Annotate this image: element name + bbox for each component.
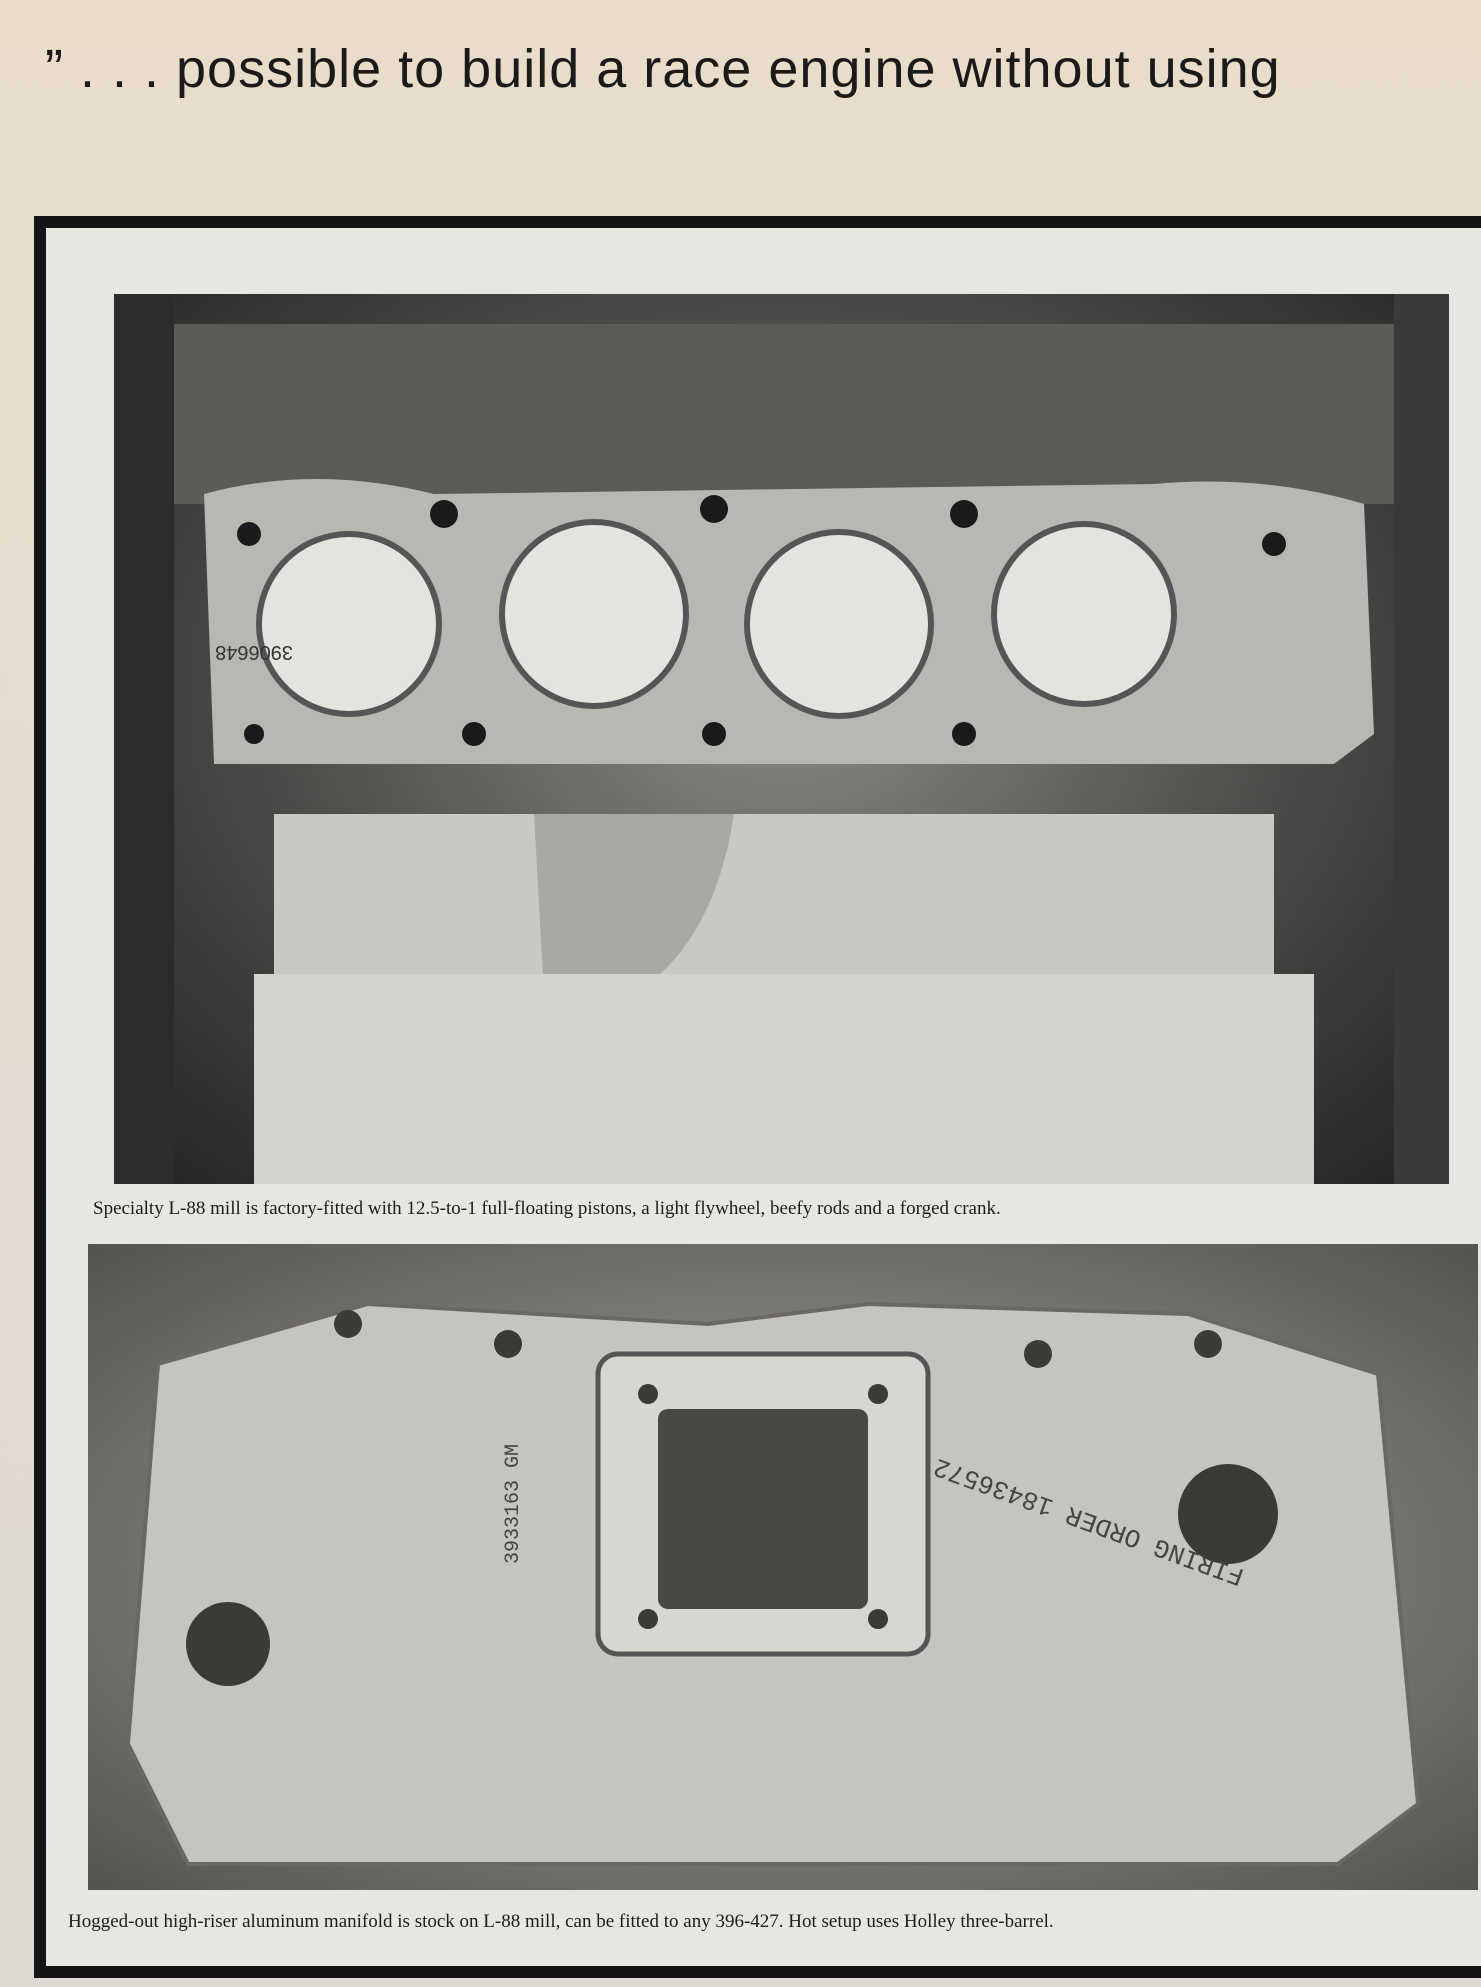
intake-manifold-photo: FIRING ORDER 18436572 3933163 GM xyxy=(88,1244,1478,1890)
engine-block-photo: 3906648 xyxy=(114,294,1449,1184)
piston-stamp: 3906648 xyxy=(215,641,293,663)
caption-engine-block: Specialty L-88 mill is factory-fitted wi… xyxy=(93,1198,1001,1219)
casting-part-number: 3933163 GM xyxy=(502,1444,525,1564)
caption-intake-manifold: Hogged-out high-riser aluminum manifold … xyxy=(68,1911,1054,1932)
headline: ” . . . possible to build a race engine … xyxy=(45,39,1281,99)
photo-frame: 3906648 Specialty L-88 mill is factory-f… xyxy=(34,216,1481,1978)
